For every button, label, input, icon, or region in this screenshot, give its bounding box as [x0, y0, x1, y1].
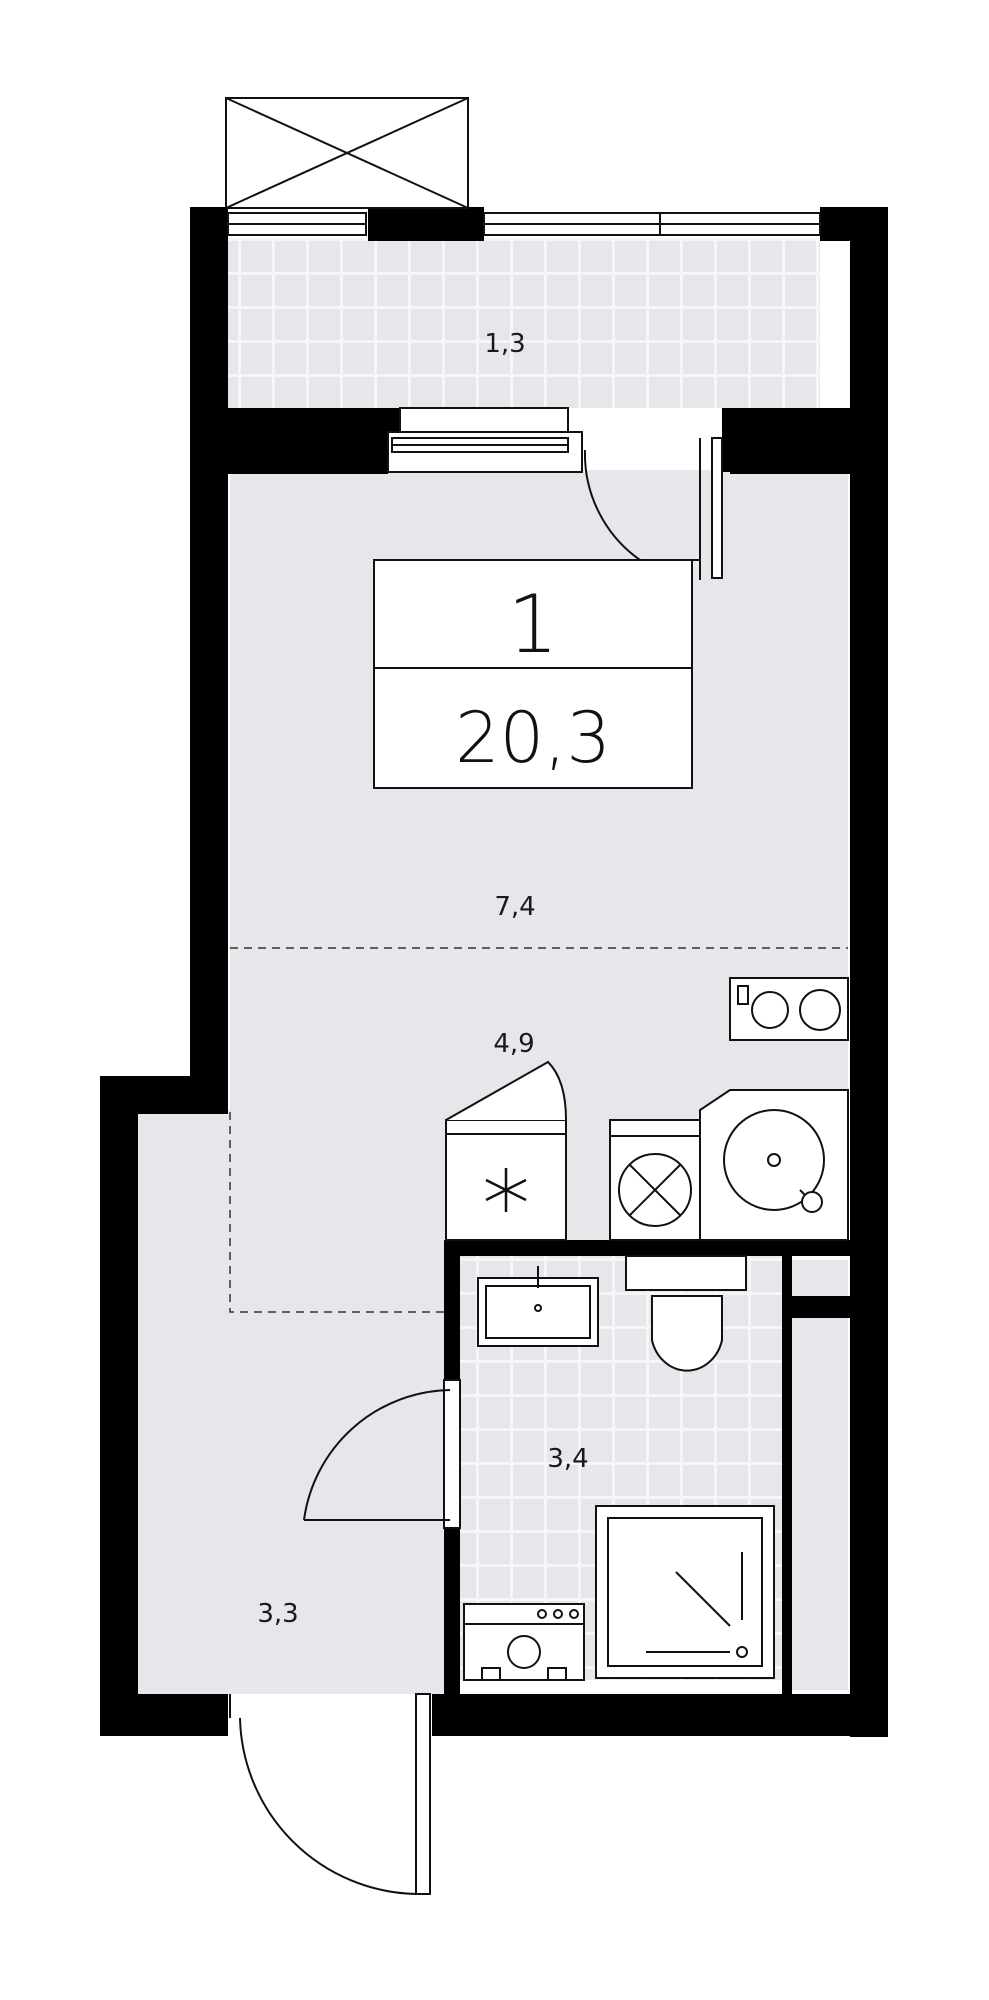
bathroom-area: 3,4: [547, 1444, 588, 1474]
balcony-floor: [228, 238, 820, 408]
cooktop-icon: [729, 977, 849, 1041]
window-icon: [227, 212, 821, 473]
zone-dividers: [229, 947, 848, 1313]
balcony-area: 1,3: [484, 329, 525, 359]
bathroom-sink-icon: [477, 1266, 599, 1347]
fridge-icon: [445, 1060, 567, 1241]
living-area: 7,4: [494, 892, 535, 922]
sink-icon: [699, 1089, 849, 1241]
dishwasher-icon: [609, 1119, 701, 1241]
hallway-area: 3,3: [257, 1599, 298, 1629]
toilet-icon: [625, 1255, 747, 1372]
door-swing-icon: [229, 437, 723, 1895]
apartment-label: 1 20,3: [373, 559, 693, 789]
shower-icon: [595, 1505, 775, 1679]
washing-machine-icon: [463, 1603, 585, 1681]
ac-unit-icon: [225, 97, 469, 209]
closet-floor-lower: [792, 1318, 848, 1690]
walls: [100, 207, 888, 1737]
area-labels: 1,3 7,4 4,9 3,4 3,3: [257, 329, 588, 1629]
total-area: 20,3: [455, 697, 611, 779]
room-count: 1: [508, 578, 559, 671]
closet-floor: [792, 1260, 848, 1296]
kitchen-area: 4,9: [493, 1029, 534, 1059]
